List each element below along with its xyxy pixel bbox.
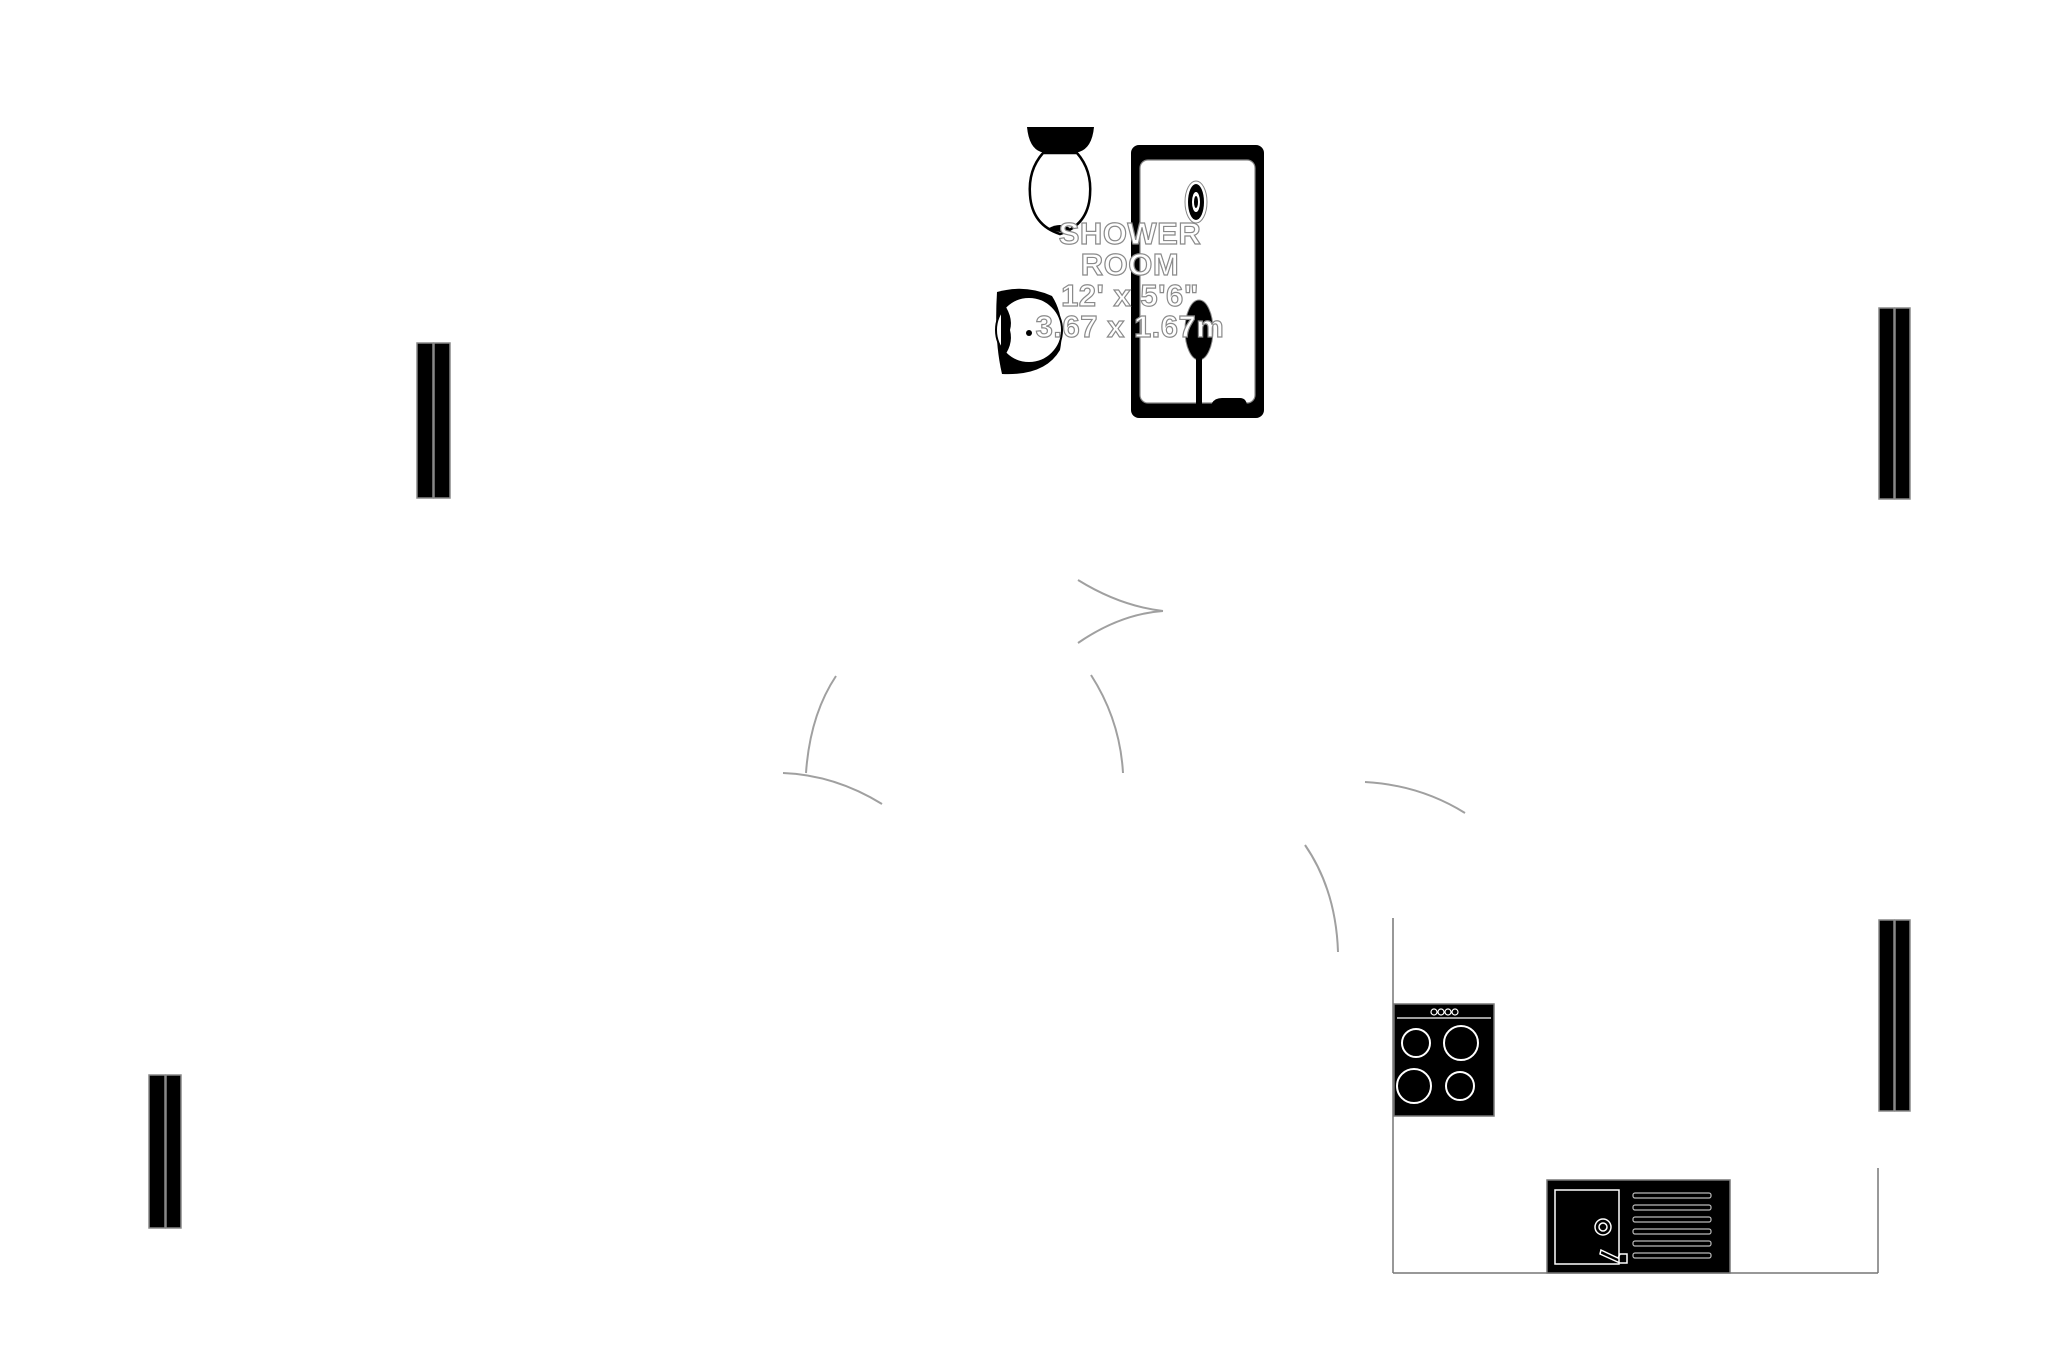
- door-arc-7: [1304, 844, 1339, 953]
- toilet-icon: [1027, 127, 1094, 236]
- room-dimensions-imperial: 12' x 5'6": [1060, 278, 1199, 313]
- drainer-grooves: [1632, 1192, 1712, 1259]
- window-left-upper: [416, 342, 451, 499]
- room-dimensions-metric: 3.67 x 1.67m: [1035, 309, 1225, 344]
- shower-tray-icon: [1131, 145, 1264, 418]
- wash-basin-icon: [995, 288, 1063, 375]
- hob-burners: [1396, 1025, 1479, 1104]
- door-arc-3: [805, 675, 837, 774]
- hob-control-knobs: [1430, 1008, 1459, 1016]
- door-arc-1: [1077, 579, 1164, 612]
- room-name-line-1: SHOWER: [1058, 216, 1202, 251]
- window-right-upper: [1878, 307, 1911, 500]
- shower-room-label: SHOWER ROOM 12' x 5'6" 3.67 x 1.67m: [1010, 216, 1250, 344]
- sink-drainer-icon: [1546, 1179, 1731, 1274]
- door-arc-4: [782, 772, 883, 805]
- door-arc-2: [1077, 610, 1164, 644]
- hob-icon: [1393, 1003, 1495, 1117]
- room-name-line-2: ROOM: [1080, 247, 1180, 282]
- window-left-lower: [148, 1074, 182, 1229]
- door-arc-6: [1364, 781, 1466, 814]
- door-arc-5: [1090, 674, 1124, 774]
- window-right-lower: [1878, 919, 1911, 1112]
